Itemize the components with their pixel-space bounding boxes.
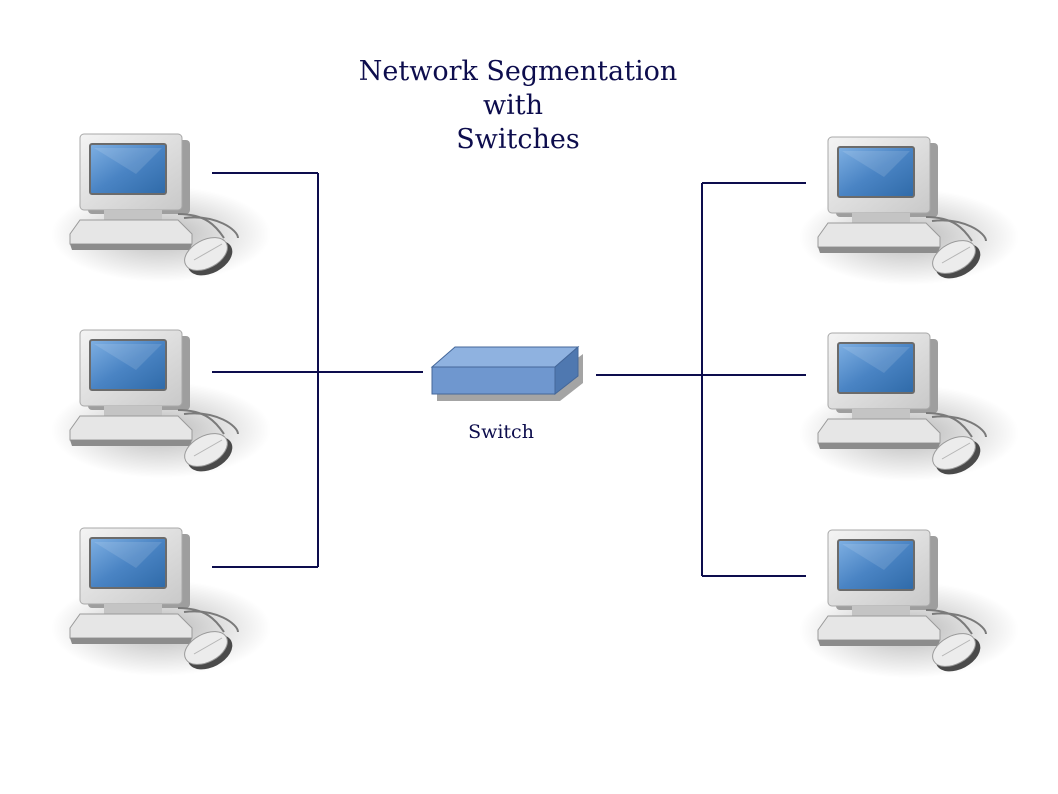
desktop-computer-icon [50,133,272,284]
right-connections [596,182,806,577]
left-computer-2 [50,329,272,480]
desktop-computer-icon [50,329,272,480]
desktop-computer-icon [50,527,272,678]
desktop-computer-icon [798,529,1020,680]
desktop-computer-icon [798,332,1020,483]
left-computer-1 [50,133,272,284]
diagram-title-line-1: Network Segmentation [359,56,677,87]
switch-label: Switch [468,421,534,443]
right-computer-1 [798,136,1020,287]
right-computer-3 [798,529,1020,680]
right-computer-2 [798,332,1020,483]
switch-icon [430,345,583,401]
left-connections [212,172,423,568]
left-computer-3 [50,527,272,678]
desktop-computer-icon [798,136,1020,287]
diagram-title-line-2: with [483,90,543,121]
diagram-title-line-3: Switches [456,124,579,155]
